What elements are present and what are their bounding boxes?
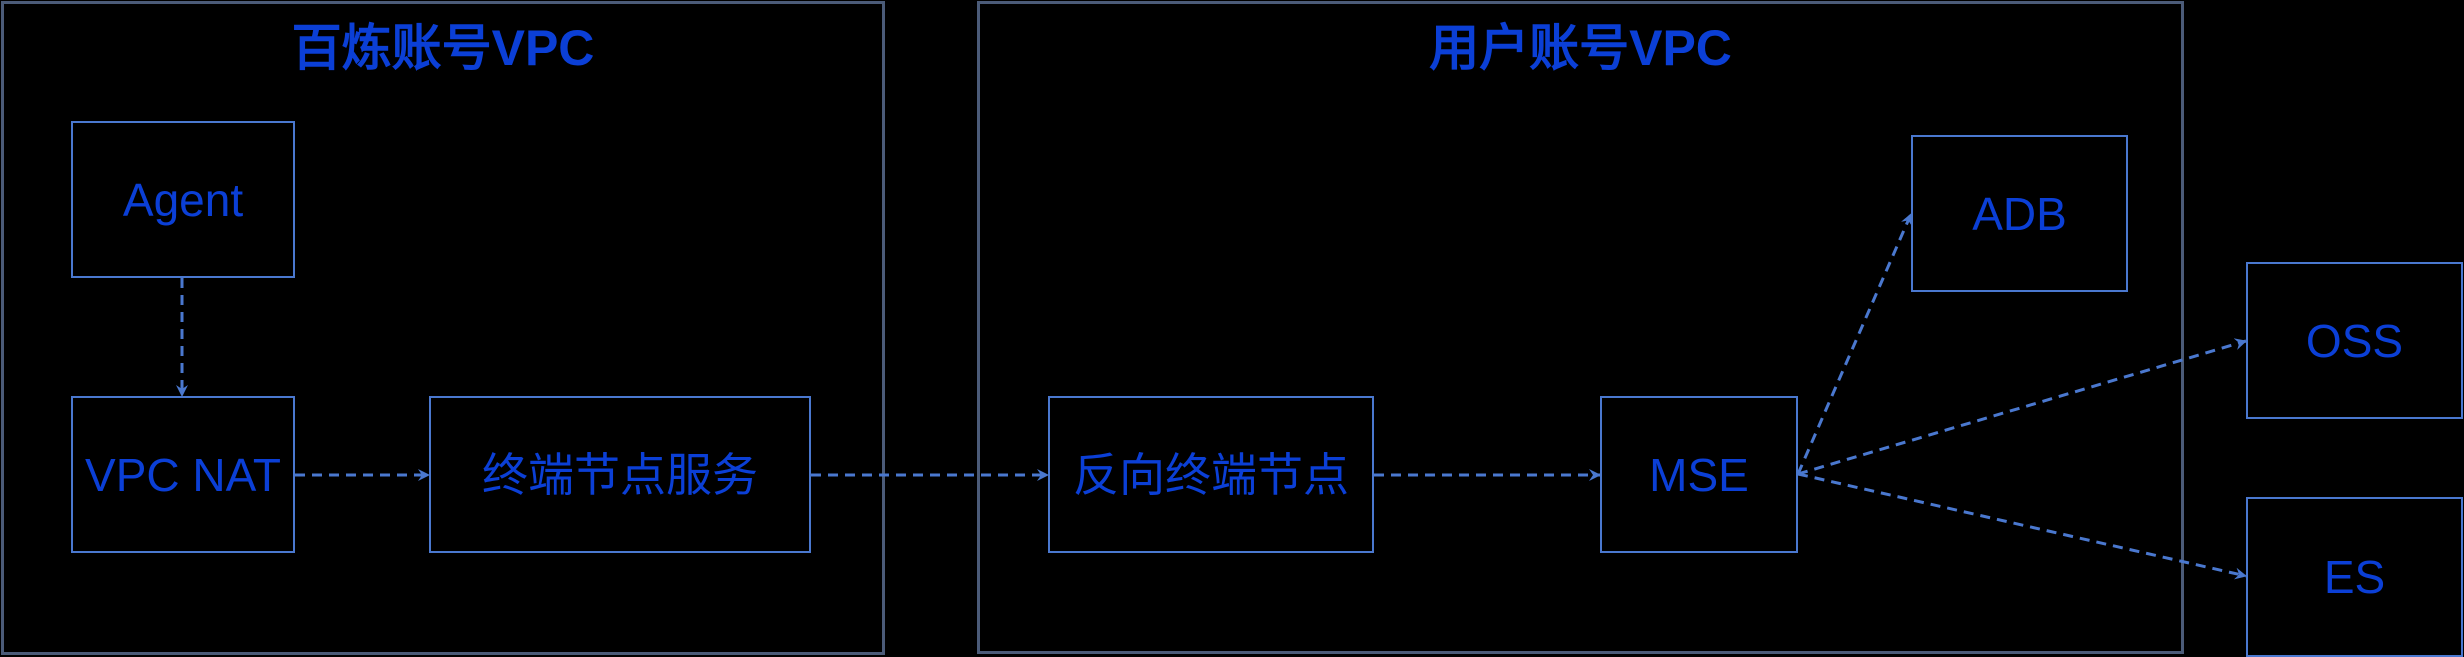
oss-node[interactable]: OSS xyxy=(2246,262,2463,419)
es-label: ES xyxy=(2323,551,2386,603)
bailian-vpc-title: 百炼账号VPC xyxy=(291,20,595,76)
bailian-vpc-container: 百炼账号VPC xyxy=(1,1,885,655)
endpoint-service-label: 终端节点服务 xyxy=(482,448,758,501)
endpoint-service-node[interactable]: 终端节点服务 xyxy=(429,396,811,553)
reverse-endpoint-node[interactable]: 反向终端节点 xyxy=(1048,396,1374,553)
agent-node[interactable]: Agent xyxy=(71,121,295,278)
mse-label: MSE xyxy=(1649,448,1749,501)
adb-label: ADB xyxy=(1972,187,2067,240)
mse-node[interactable]: MSE xyxy=(1600,396,1798,553)
es-node[interactable]: ES xyxy=(2246,497,2463,657)
user-vpc-title: 用户账号VPC xyxy=(1429,20,1732,76)
user-vpc-container: 用户账号VPC xyxy=(977,1,2184,654)
reverse-endpoint-label: 反向终端节点 xyxy=(1073,448,1349,501)
vpc-nat-node[interactable]: VPC NAT xyxy=(71,396,295,553)
adb-node[interactable]: ADB xyxy=(1911,135,2128,292)
vpc-nat-label: VPC NAT xyxy=(85,448,281,501)
agent-label: Agent xyxy=(122,173,244,226)
oss-label: OSS xyxy=(2305,314,2404,367)
